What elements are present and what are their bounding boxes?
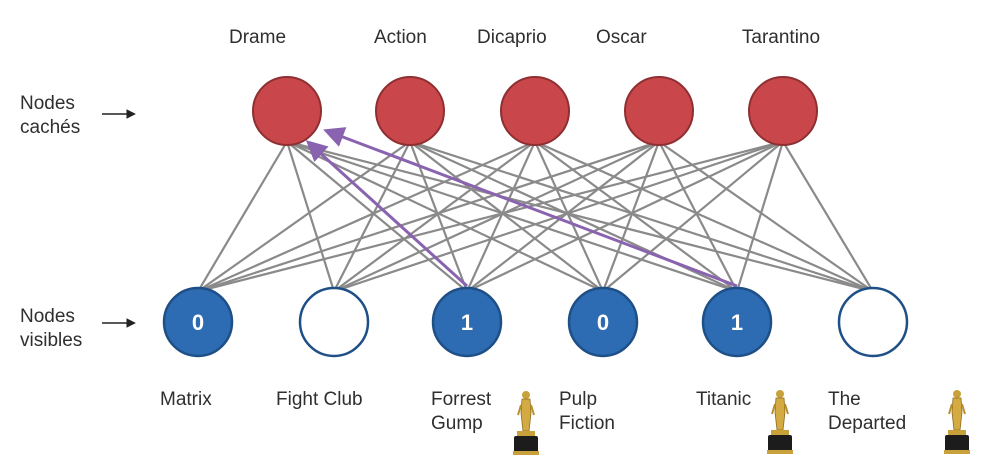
visible-node-label-3-line1: Fiction [559,413,615,434]
hidden-node-4 [748,76,818,146]
edge-v0-h2 [197,140,536,293]
highlight-arrow-0 [305,140,469,288]
edge-v2-h2 [465,141,537,292]
visible-node-value-3: 0 [597,310,609,335]
visible-node-label-3-line0: Pulp [559,389,597,410]
visible-node-label-5-line1: Departed [828,413,906,434]
edge-v1-h1 [333,141,411,292]
edge-v1-h0 [285,141,336,292]
edge-v0-h0 [197,141,288,292]
visible-node-value-2: 1 [461,310,473,335]
edge-v4-h2 [534,140,738,293]
edge-v5-h0 [286,140,874,293]
edge-v5-h3 [658,140,874,293]
edge-v0-h3 [197,140,660,293]
visible-node-value-0: 0 [192,310,204,335]
hidden-node-layer [252,76,818,146]
visible-node-label-4-line0: Titanic [696,389,751,410]
hidden-node-label-2: Dicaprio [477,27,547,48]
hidden-node-3 [624,76,694,146]
edge-v3-h0 [286,140,604,293]
visible-node-2 [431,286,503,358]
oscar-statuette-icon [944,390,970,454]
visible-node-layer: 0 1 0 1 [162,286,909,358]
visible-node-3 [567,286,639,358]
edge-v5-h2 [534,140,874,293]
edge-v5-h4 [782,141,874,292]
edge-v2-h0 [286,140,468,293]
hidden-label-layer: Drame Action Dicaprio Oscar Tarantino [229,27,820,48]
visible-node-label-0-line0: Matrix [160,389,212,410]
edge-v2-h3 [466,140,660,293]
hidden-node-label-3: Oscar [596,27,647,48]
visible-node-value-4: 1 [731,310,743,335]
oscar-statuette-icon [767,390,793,454]
hidden-node-2 [500,76,570,146]
highlight-layer [305,127,738,288]
edge-v3-h4 [602,140,784,293]
visible-node-label-1-line0: Fight Club [276,389,363,410]
hidden-node-label-1: Action [374,27,427,48]
visible-node-5 [837,286,909,358]
visible-node-label-5-line0: The [828,389,861,410]
hidden-node-label-4: Tarantino [742,27,820,48]
hidden-layer-label-line2: cachés [20,117,80,138]
hidden-node-0 [252,76,322,146]
highlight-arrow-1 [323,127,738,288]
visible-node-4 [701,286,773,358]
edge-v2-h4 [466,140,784,293]
visible-node-0 [162,286,234,358]
hidden-node-1 [375,76,445,146]
edge-v0-h4 [197,140,784,293]
edge-v3-h2 [533,141,605,292]
edge-v1-h4 [333,140,784,293]
edge-v4-h0 [286,140,738,293]
edge-v0-h1 [197,140,411,293]
edge-v3-h3 [601,141,661,292]
hidden-node-label-0: Drame [229,27,286,48]
visible-node-label-2-line1: Gump [431,413,483,434]
edge-v3-h1 [409,140,604,293]
edge-v4-h4 [735,141,785,292]
hidden-layer-label-line1: Nodes [20,93,75,114]
edge-v4-h3 [658,141,738,292]
visible-node-1 [298,286,370,358]
visible-node-label-2-line0: Forrest [431,389,492,410]
visible-layer-label-line1: Nodes [20,306,75,327]
edge-v5-h1 [409,140,874,293]
oscar-statuette-icon [513,391,539,455]
edge-layer [197,140,874,293]
edge-v1-h3 [333,140,660,293]
label-layer: Nodes cachés Nodes visibles [20,93,136,351]
visible-layer-label-line2: visibles [20,330,82,351]
oscar-layer [513,390,970,455]
edge-v1-h2 [333,140,536,293]
